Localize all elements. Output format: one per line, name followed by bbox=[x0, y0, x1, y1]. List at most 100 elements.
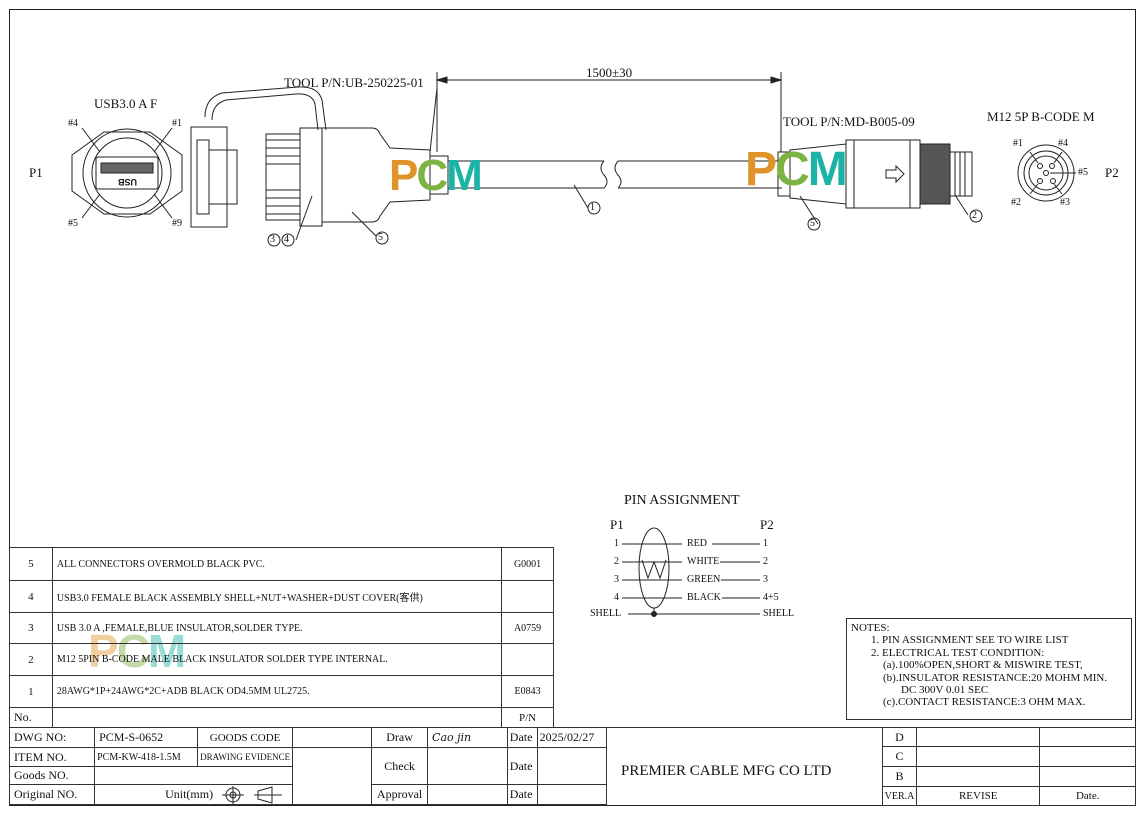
usb-front-view bbox=[71, 127, 183, 219]
unit-label: Unit(mm) bbox=[94, 784, 294, 805]
note-line-3: (a).100%OPEN,SHORT & MISWIRE TEST, bbox=[883, 659, 1083, 672]
balloon-5-left-num: 5 bbox=[378, 232, 383, 243]
bom-table: 5 ALL CONNECTORS OVERMOLD BLACK PVC. G00… bbox=[9, 547, 554, 728]
approval-date-label: Date bbox=[506, 784, 538, 805]
bom-pn: A0759 bbox=[501, 612, 554, 644]
bom-pn: E0843 bbox=[501, 675, 554, 708]
pcm-logo-left: PCM bbox=[389, 151, 483, 200]
title-block: DWG NO: PCM-S-0652 GOODS CODE Draw Cao j… bbox=[8, 727, 608, 805]
bom-no: 5 bbox=[9, 547, 53, 581]
tool-pn-left: TOOL P/N:UB-250225-01 bbox=[284, 75, 424, 90]
bom-desc: USB3.0 FEMALE BLACK ASSEMBLY SHELL+NUT+W… bbox=[51, 580, 503, 613]
check-date-label: Date bbox=[506, 747, 538, 785]
rev-d: D bbox=[882, 727, 917, 747]
pin-right-1: 1 bbox=[763, 538, 768, 549]
draw-signature: Cao jin bbox=[427, 727, 508, 748]
original-no-label: Original NO. bbox=[8, 784, 96, 805]
note-line-2: 2. ELECTRICAL TEST CONDITION: bbox=[871, 646, 1045, 659]
length-dimension bbox=[429, 72, 783, 153]
bom-no: 2 bbox=[9, 643, 53, 676]
goods-no-label: Goods NO. bbox=[8, 766, 96, 785]
m12-pin-1: #1 bbox=[1013, 138, 1023, 149]
check-label: Check bbox=[371, 747, 429, 785]
bom-no: 1 bbox=[9, 675, 53, 708]
pin-right-2: 2 bbox=[763, 556, 768, 567]
usb-pin-1: #1 bbox=[172, 118, 182, 129]
ver-a: VER.A bbox=[882, 786, 917, 806]
balloon-2-num: 2 bbox=[972, 210, 977, 221]
wire-color-1: RED bbox=[686, 538, 708, 549]
dwg-no-label: DWG NO: bbox=[8, 727, 96, 748]
cable-body bbox=[448, 160, 782, 189]
p1-label: P1 bbox=[29, 165, 43, 180]
p2-label: P2 bbox=[1105, 165, 1119, 180]
tool-pn-right: TOOL P/N:MD-B005-09 bbox=[783, 114, 915, 129]
wire-color-3: GREEN bbox=[686, 574, 722, 585]
item-no-value: PCM-KW-418-1.5M bbox=[94, 747, 199, 767]
item-no-label: ITEM NO. bbox=[8, 747, 96, 767]
note-line-6: (c).CONTACT RESISTANCE:3 OHM MAX. bbox=[883, 696, 1086, 709]
bom-row: 1 28AWG*1P+24AWG*2C+ADB BLACK OD4.5MM UL… bbox=[9, 675, 554, 708]
bom-row: 5 ALL CONNECTORS OVERMOLD BLACK PVC. G00… bbox=[9, 547, 554, 581]
m12-pin-2: #2 bbox=[1011, 197, 1021, 208]
note-line-5: DC 300V 0.01 SEC bbox=[901, 684, 989, 697]
wire-color-2: WHITE bbox=[686, 556, 721, 567]
draw-label: Draw bbox=[371, 727, 429, 748]
m12-connector-title: M12 5P B-CODE M bbox=[987, 109, 1095, 124]
company-name: PREMIER CABLE MFG CO LTD bbox=[621, 763, 832, 779]
bom-desc: ALL CONNECTORS OVERMOLD BLACK PVC. bbox=[51, 547, 503, 581]
bom-row: 4 USB3.0 FEMALE BLACK ASSEMBLY SHELL+NUT… bbox=[9, 580, 554, 613]
shell-left: SHELL bbox=[590, 608, 622, 619]
usb-port-text: USB bbox=[118, 177, 138, 187]
pin-p1-label: P1 bbox=[610, 517, 624, 532]
drawing-frame bbox=[9, 9, 1136, 806]
notes-box: NOTES: 1. PIN ASSIGNMENT SEE TO WIRE LIS… bbox=[846, 618, 1132, 720]
bom-row: 3 USB 3.0 A ,FEMALE,BLUE INSULATOR,SOLDE… bbox=[9, 612, 554, 644]
bom-pn bbox=[501, 643, 554, 676]
pin-right-4: 4+5 bbox=[763, 592, 779, 603]
bom-desc: M12 5PIN B-CODE MALE BLACK INSULATOR SOL… bbox=[51, 643, 503, 676]
usb-pin-5: #5 bbox=[68, 218, 78, 229]
balloon-4-num: 4 bbox=[284, 234, 289, 245]
revise-date-header: Date. bbox=[1039, 786, 1136, 806]
notes-title: NOTES: bbox=[851, 622, 890, 634]
revision-block: D C B VER.A REVISE Date. bbox=[882, 727, 1136, 806]
company-cell: PREMIER CABLE MFG CO LTD bbox=[607, 727, 882, 805]
m12-pin-3: #3 bbox=[1060, 197, 1070, 208]
leader-lines bbox=[295, 184, 969, 241]
balloon-1-num: 1 bbox=[590, 202, 595, 213]
usb-pin-4: #4 bbox=[68, 118, 78, 129]
usb-connector-side-view bbox=[190, 86, 449, 228]
pin-left-2: 2 bbox=[614, 556, 619, 567]
m12-front-view bbox=[1017, 144, 1076, 202]
wire-color-4: BLACK bbox=[686, 592, 722, 603]
revise-header: REVISE bbox=[915, 786, 1041, 806]
usb-connector-title: USB3.0 A F bbox=[94, 96, 158, 111]
bom-desc: 28AWG*1P+24AWG*2C+ADB BLACK OD4.5MM UL27… bbox=[51, 675, 503, 708]
note-line-4: (b).INSULATOR RESISTANCE:20 MOHM MIN. bbox=[883, 671, 1108, 684]
pin-right-3: 3 bbox=[763, 574, 768, 585]
pin-left-3: 3 bbox=[614, 574, 619, 585]
m12-connector-side-view bbox=[777, 139, 973, 209]
bom-pn bbox=[501, 580, 554, 613]
goods-code-label: GOODS CODE bbox=[197, 727, 294, 748]
bom-no: 3 bbox=[9, 612, 53, 644]
approval-label: Approval bbox=[371, 784, 429, 805]
draw-date-value: 2025/02/27 bbox=[536, 727, 608, 748]
bom-header-pn: P/N bbox=[501, 707, 554, 728]
note-line-1: 1. PIN ASSIGNMENT SEE TO WIRE LIST bbox=[871, 634, 1069, 647]
pin-assignment-title: PIN ASSIGNMENT bbox=[624, 493, 740, 508]
shell-right: SHELL bbox=[763, 608, 795, 619]
pcm-logo-right: PCM bbox=[745, 143, 848, 196]
bom-pn: G0001 bbox=[501, 547, 554, 581]
pin-left-4: 4 bbox=[614, 592, 619, 603]
drawing-evidence-label: DRAWING EVIDENCE bbox=[197, 747, 294, 767]
balloon-markers bbox=[267, 201, 983, 247]
usb-pin-9: #9 bbox=[172, 218, 182, 229]
cable-length: 1500±30 bbox=[586, 65, 633, 80]
m12-pin-4: #4 bbox=[1058, 138, 1068, 149]
balloon-3-num: 3 bbox=[270, 234, 275, 245]
bom-header-no: No. bbox=[9, 707, 53, 728]
balloon-5-right-num: 5 bbox=[810, 218, 815, 229]
